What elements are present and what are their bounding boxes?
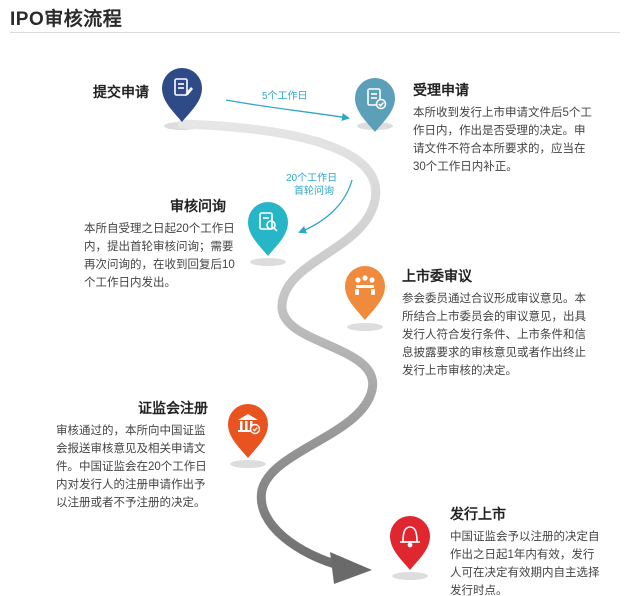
desc-line: 内对发行人的注册申请作出予 <box>56 479 206 491</box>
title-divider <box>10 32 620 33</box>
desc-line: 发行上市审核的决定。 <box>402 365 517 377</box>
desc-line: 以注册或者不予注册的决定。 <box>56 497 206 509</box>
desc-line: 发行人符合发行条件、上市条件和信 <box>402 329 586 341</box>
desc-line: 30个工作日内补正。 <box>413 161 518 173</box>
desc-line: 发行时点。 <box>450 585 508 596</box>
desc-line: 参会委员通过合议形成审议意见。本 <box>402 293 586 305</box>
desc-line: 本所收到发行上市申请文件后5个工 <box>413 107 592 119</box>
step-desc-listing: 中国证监会予以注册的决定自 作出之日起1年内有效，发行 人可在决定有效期内自主选… <box>450 528 626 596</box>
document-search-icon <box>259 212 278 232</box>
desc-line: 所结合上市委员会的审议意见，出具 <box>402 311 586 323</box>
step-desc-register: 审核通过的，本所向中国证监 会报送审核意见及相关申请文 件。中国证监会在20个工… <box>56 422 234 512</box>
step-desc-committee: 参会委员通过合议形成审议意见。本 所结合上市委员会的审议意见，出具 发行人符合发… <box>402 290 624 380</box>
step-title-submit: 提交申请 <box>93 84 149 100</box>
desc-line: 个工作日内发出。 <box>84 277 176 289</box>
desc-line: 内，提出首轮审核问询；需要 <box>84 241 234 253</box>
desc-line: 再次问询的，在收到回复后10 <box>84 259 235 271</box>
pin-accept <box>355 78 395 132</box>
desc-line: 请文件不符合本所要求的，应当在 <box>413 143 586 155</box>
pin-register <box>228 404 268 458</box>
meeting-icon <box>355 275 375 295</box>
arrow-accept-to-inquiry <box>298 179 353 234</box>
desc-line: 中国证监会予以注册的决定自 <box>450 531 600 543</box>
step-desc-inquiry: 本所自受理之日起20个工作日 内，提出首轮审核问询；需要 再次问询的，在收到回复… <box>84 220 254 292</box>
timing-label-inquiry-days: 20个工作日 <box>286 173 338 184</box>
document-edit-icon <box>174 78 193 96</box>
document-check-icon <box>367 88 387 110</box>
institution-icon <box>238 414 261 435</box>
desc-line: 本所自受理之日起20个工作日 <box>84 223 235 235</box>
pin-inquiry <box>248 202 288 256</box>
timing-label-accept: 5个工作日 <box>262 91 308 102</box>
desc-line: 息披露要求的审核意见或者作出终止 <box>402 347 586 359</box>
desc-line: 人可在决定有效期内自主选择 <box>450 567 600 579</box>
pin-listing <box>390 516 430 570</box>
timing-label-inquiry-round: 首轮问询 <box>294 186 334 197</box>
pin-shadow <box>392 572 428 580</box>
desc-line: 件。中国证监会在20个工作日 <box>56 461 207 473</box>
desc-line: 审核通过的，本所向中国证监 <box>56 425 206 437</box>
step-title-listing: 发行上市 <box>450 506 506 522</box>
step-title-accept: 受理申请 <box>413 82 469 98</box>
step-title-inquiry: 审核问询 <box>170 198 226 214</box>
pin-shadow <box>347 323 383 331</box>
page-title: IPO审核流程 <box>10 9 123 30</box>
pin-committee <box>345 266 385 320</box>
desc-line: 会报送审核意见及相关申请文 <box>56 443 206 455</box>
pin-shadow <box>250 258 286 266</box>
step-title-register: 证监会注册 <box>138 400 208 416</box>
desc-line: 作日内，作出是否受理的决定。申 <box>413 125 586 137</box>
desc-line: 作出之日起1年内有效，发行 <box>450 549 595 561</box>
process-road <box>177 119 381 571</box>
road-arrowhead <box>330 552 372 584</box>
step-title-committee: 上市委审议 <box>402 268 472 284</box>
bell-icon <box>400 526 420 548</box>
arrow-submit-to-accept <box>225 99 350 122</box>
step-desc-accept: 本所收到发行上市申请文件后5个工 作日内，作出是否受理的决定。申 请文件不符合本… <box>413 104 623 176</box>
pin-submit <box>162 68 202 122</box>
pin-shadow <box>230 460 266 468</box>
